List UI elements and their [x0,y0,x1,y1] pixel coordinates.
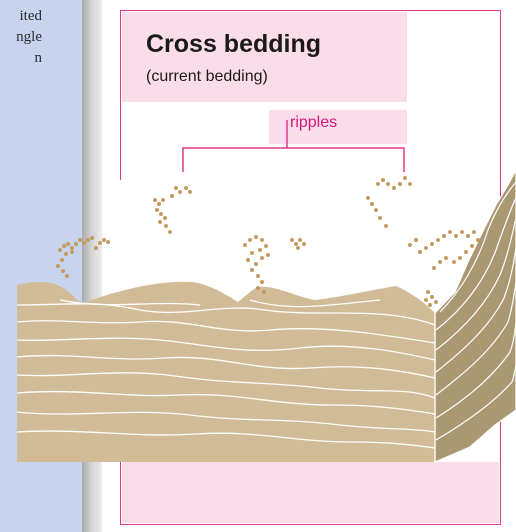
ripples-bracket [183,120,404,172]
sand-grain-cluster [56,236,110,278]
